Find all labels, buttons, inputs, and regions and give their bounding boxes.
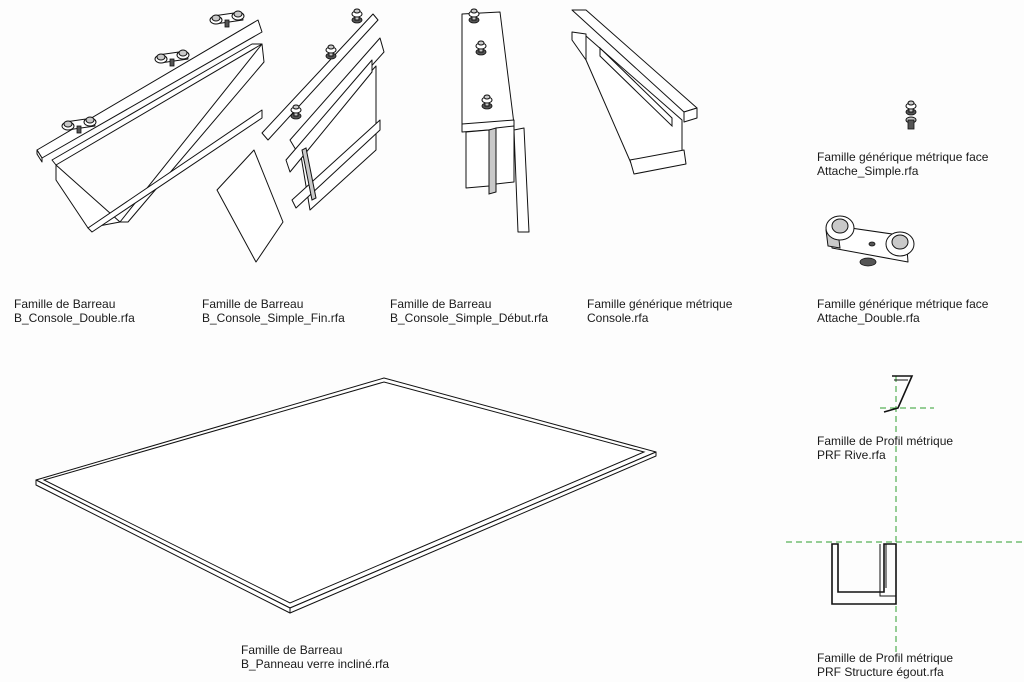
family-type: Famille de Profil métrique [817,651,954,665]
console-drawing [571,9,698,175]
console-simple-fin-drawing [216,8,385,263]
family-file: Attache_Simple.rfa [817,164,919,178]
family-type: Famille générique métrique face [817,150,989,164]
family-type: Famille de Barreau [241,643,343,657]
family-type: Famille de Barreau [390,297,492,311]
family-type: Famille de Barreau [14,297,116,311]
family-label-prf-structure-egout: Famille de Profil métrique PRF Structure… [817,651,953,679]
family-file: B_Console_Double.rfa [14,311,135,325]
family-label-panneau-verre: Famille de Barreau B_Panneau verre incli… [241,643,389,671]
family-file: PRF Structure égout.rfa [817,665,944,679]
prf-structure-egout-drawing [786,541,1024,605]
attache-double-drawing [825,215,915,267]
family-file: Console.rfa [587,311,649,325]
family-file: PRF Rive.rfa [817,448,886,462]
prf-rive-drawing [880,375,934,660]
console-double-drawing [36,10,265,233]
panneau-verre-drawing [35,377,657,614]
family-label-prf-rive: Famille de Profil métrique PRF Rive.rfa [817,434,953,462]
family-label-attache-double: Famille générique métrique face Attache_… [817,297,988,325]
family-type: Famille de Barreau [202,297,304,311]
family-label-console-simple-fin: Famille de Barreau B_Console_Simple_Fin.… [202,297,345,325]
family-file: B_Console_Simple_Début.rfa [390,311,549,325]
family-type: Famille de Profil métrique [817,434,954,448]
family-label-console: Famille générique métrique Console.rfa [587,297,732,325]
family-label-attache-simple: Famille générique métrique face Attache_… [817,150,988,178]
attache-simple-drawing [905,100,917,130]
family-file: Attache_Double.rfa [817,311,920,325]
family-file: B_Panneau verre incliné.rfa [241,657,390,671]
family-type: Famille générique métrique face [817,297,989,311]
console-simple-debut-drawing [461,8,530,233]
family-label-console-simple-debut: Famille de Barreau B_Console_Simple_Débu… [390,297,548,325]
family-type: Famille générique métrique [587,297,733,311]
family-file: B_Console_Simple_Fin.rfa [202,311,345,325]
family-label-console-double: Famille de Barreau B_Console_Double.rfa [14,297,135,325]
